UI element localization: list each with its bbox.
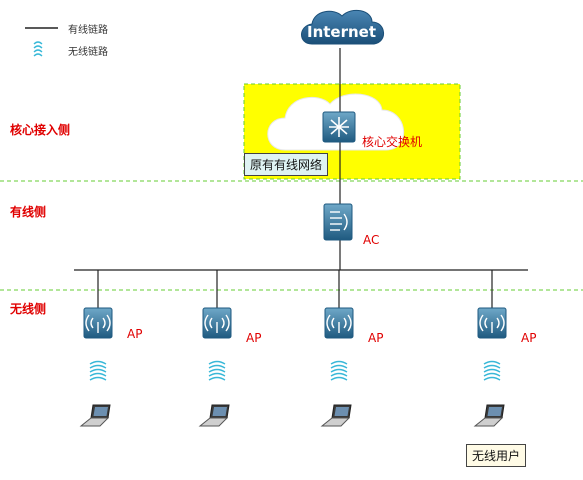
laptop-icon (473, 404, 505, 427)
ac-label: AC (363, 233, 380, 247)
laptop-icon (198, 404, 230, 427)
wired-network-label: 原有有线网络 (244, 153, 329, 176)
core-switch-icon (322, 111, 356, 143)
wireless-user-label: 无线用户 (466, 444, 527, 467)
ac-device-icon (323, 203, 353, 241)
ap-device-icon (83, 307, 113, 339)
wireless-signal-icon (208, 360, 226, 381)
internet-cloud-icon (301, 9, 384, 45)
legend-wired-label: 有线链路 (68, 25, 108, 36)
ap-label: AP (246, 331, 261, 345)
legend-wireless-label: 无线链路 (68, 47, 108, 58)
wireless-signal-icon (483, 360, 501, 381)
ap-device-icon (324, 307, 354, 339)
ap-label: AP (368, 331, 383, 345)
ap-label: AP (521, 331, 536, 345)
zone-label-core: 核心接入侧 (10, 123, 71, 137)
wireless-signal-icon (89, 360, 107, 381)
zone-label-wired: 有线侧 (10, 205, 47, 219)
core-switch-label: 核心交换机 (362, 135, 423, 149)
legend-wireless-icon (33, 41, 43, 57)
ap-device-icon (202, 307, 232, 339)
laptop-icon (320, 404, 352, 427)
ap-label: AP (127, 327, 142, 341)
wireless-signal-icon (330, 360, 348, 381)
laptop-icon (79, 404, 111, 427)
internet-label: Internet (307, 23, 377, 41)
ap-device-icon (477, 307, 507, 339)
zone-label-wireless: 无线侧 (10, 302, 47, 316)
